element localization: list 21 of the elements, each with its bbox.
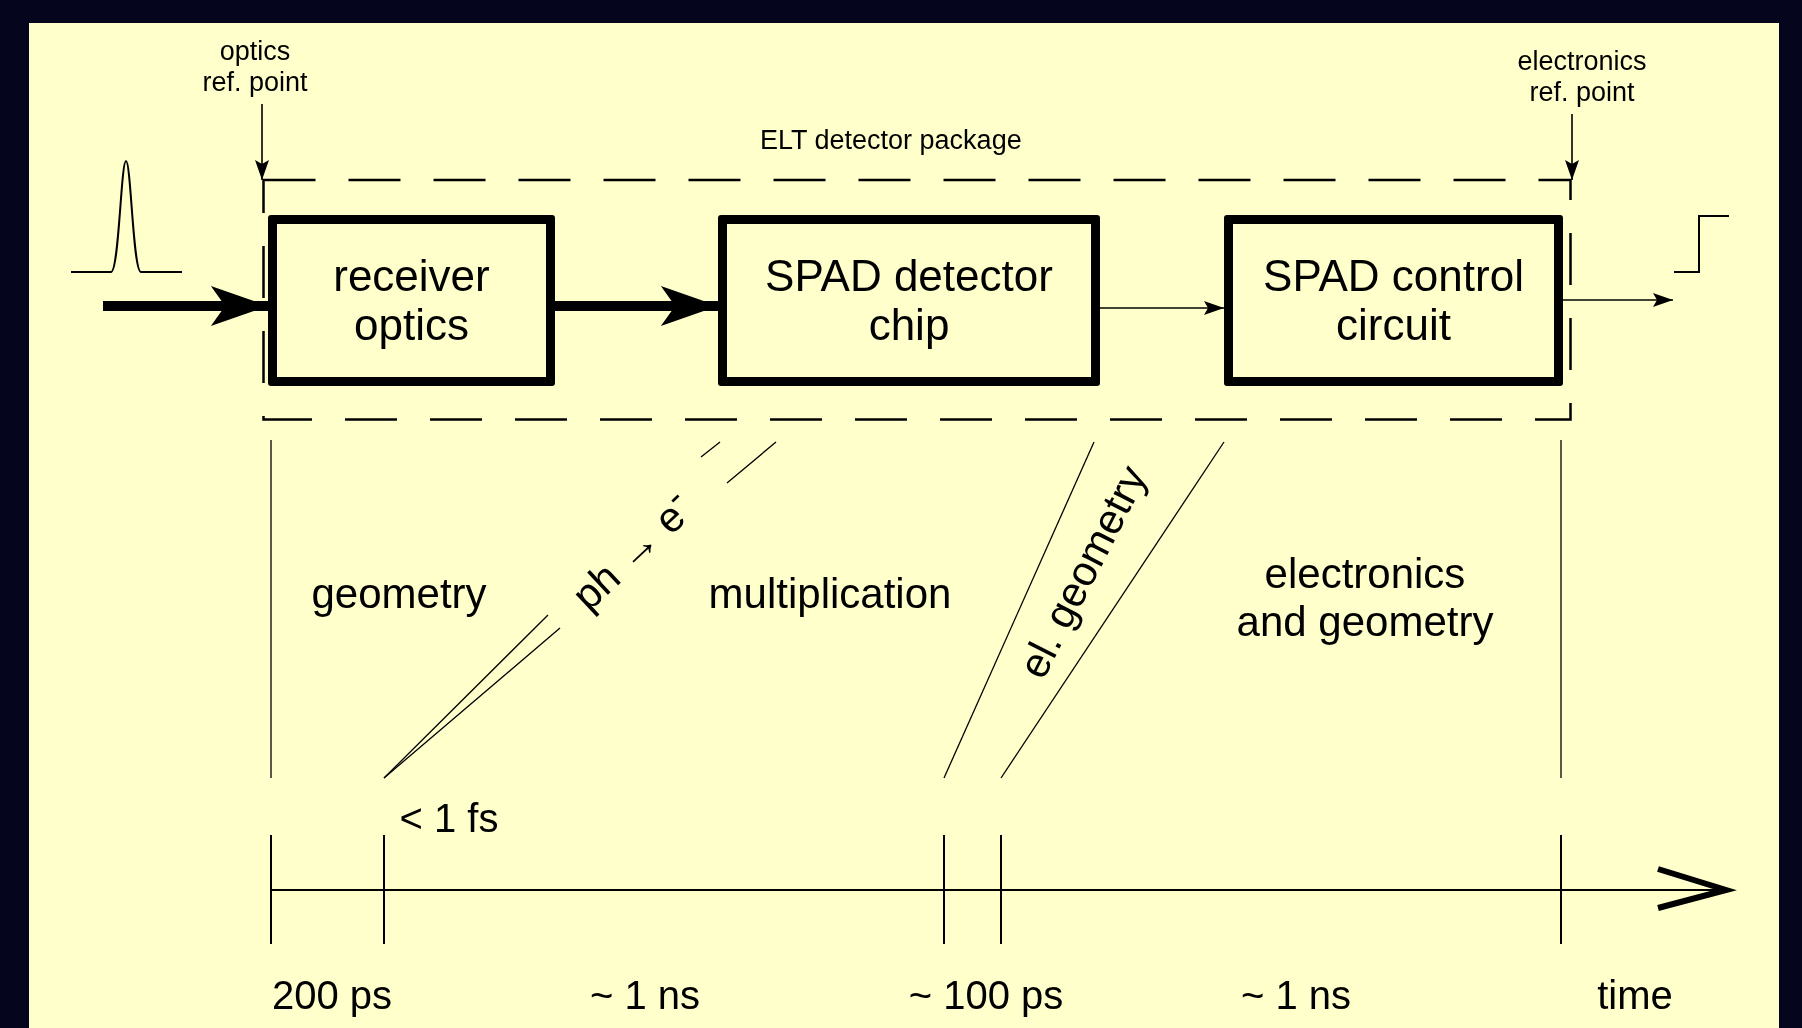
arrow (1099, 301, 1225, 315)
arrow (255, 103, 269, 181)
time-label: < 1 fs (399, 795, 499, 841)
time-label: ~ 1 ns (589, 972, 701, 1018)
process-box: SPAD control circuit (1224, 215, 1563, 386)
group-title: ELT detector package (760, 125, 1022, 157)
reference-label: electronics ref. point (1512, 46, 1652, 109)
process-box: receiver optics (268, 215, 555, 386)
axis-label: time (1597, 972, 1673, 1018)
arrow (1562, 293, 1674, 307)
arrow (555, 286, 718, 326)
process-box: SPAD detector chip (718, 215, 1100, 386)
phase-label: geometry (311, 569, 487, 619)
arrow (103, 286, 268, 326)
arrow (1565, 113, 1579, 181)
reference-label: optics ref. point (199, 36, 311, 99)
time-label: ~ 100 ps (908, 972, 1064, 1018)
time-label: 200 ps (271, 972, 393, 1018)
time-label: ~ 1 ns (1240, 972, 1352, 1018)
phase-label: multiplication (708, 569, 952, 619)
phase-label: electronics and geometry (1235, 549, 1495, 647)
